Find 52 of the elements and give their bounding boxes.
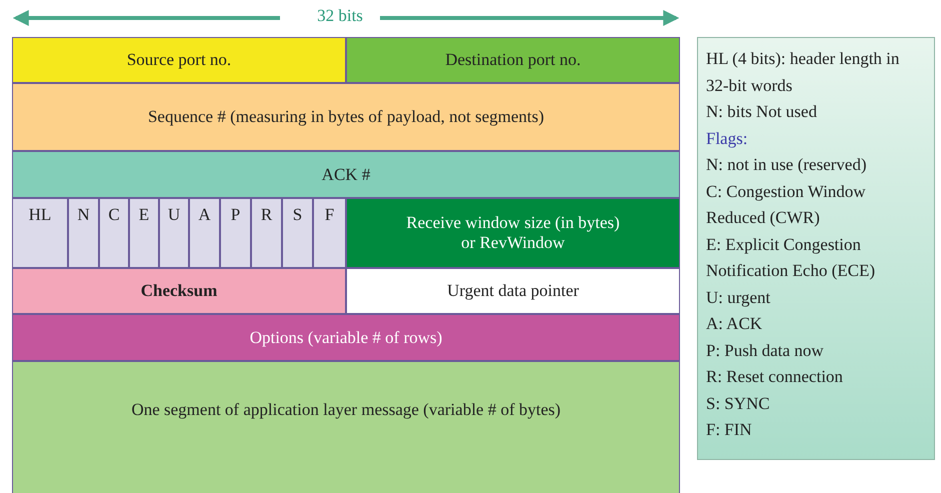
flag-label: S <box>292 205 302 225</box>
field-cell <box>346 268 680 314</box>
field-label: One segment of application layer message (variable # of bytes) <box>130 400 562 420</box>
field-label: Urgent data pointer <box>446 281 580 301</box>
flag-bit-cell <box>99 198 129 268</box>
field-label: Destination port no. <box>444 50 582 70</box>
field-label: Source port no. <box>126 50 232 70</box>
field-cell <box>12 361 680 493</box>
flag-label: HL <box>28 205 52 225</box>
note-line: F: FIN <box>706 419 753 441</box>
field-cell <box>12 314 680 361</box>
dimension-label: 32 bits <box>316 6 364 26</box>
flag-bit-cell <box>313 198 346 268</box>
flag-label: N <box>77 205 90 225</box>
field-cell <box>12 268 346 314</box>
flag-label: A <box>198 205 211 225</box>
flag-bit-cell <box>159 198 189 268</box>
flag-label: E <box>138 205 150 225</box>
flag-label: R <box>260 205 272 225</box>
note-line: R: Reset connection <box>706 366 844 388</box>
flag-label: U <box>168 205 180 225</box>
field-label: ACK # <box>320 164 372 184</box>
note-line: P: Push data now <box>706 340 825 362</box>
note-line: U: urgent <box>706 286 772 309</box>
note-line: N: not in use (reserved) <box>706 154 868 176</box>
field-cell <box>346 37 680 83</box>
note-line: A: ACK <box>706 313 764 335</box>
legend-note-box <box>697 37 935 460</box>
field-cell <box>346 198 680 268</box>
note-line: S: SYNC <box>706 392 771 414</box>
flag-bit-cell <box>282 198 313 268</box>
note-line: C: Congestion Window Reduced (CWR) <box>706 180 867 229</box>
note-line: N: bits Not used <box>706 101 818 123</box>
flag-bit-cell <box>129 198 159 268</box>
flag-bit-cell <box>251 198 282 268</box>
field-label: Sequence # (measuring in bytes of payload, not segments) <box>146 107 546 127</box>
flag-label: F <box>324 205 334 225</box>
field-label: Checksum <box>140 281 218 301</box>
flag-bit-cell <box>220 198 251 268</box>
note-heading: Flags: <box>706 128 749 150</box>
field-cell <box>12 151 680 198</box>
field-cell <box>12 83 680 151</box>
flag-bit-cell <box>68 198 99 268</box>
field-label: Options (variable # of rows) <box>248 328 444 348</box>
field-label: Receive window size (in bytes) or RevWindow <box>405 213 621 253</box>
note-line: HL (4 bits): header length in 32-bit words <box>706 48 900 96</box>
note-line: E: Explicit Congestion Notification Echo (ECE) <box>706 234 876 282</box>
flag-label: P <box>230 205 240 225</box>
field-cell <box>12 37 346 83</box>
flag-label: C <box>108 205 120 225</box>
flag-bit-cell <box>189 198 220 268</box>
flag-bit-cell <box>12 198 68 268</box>
